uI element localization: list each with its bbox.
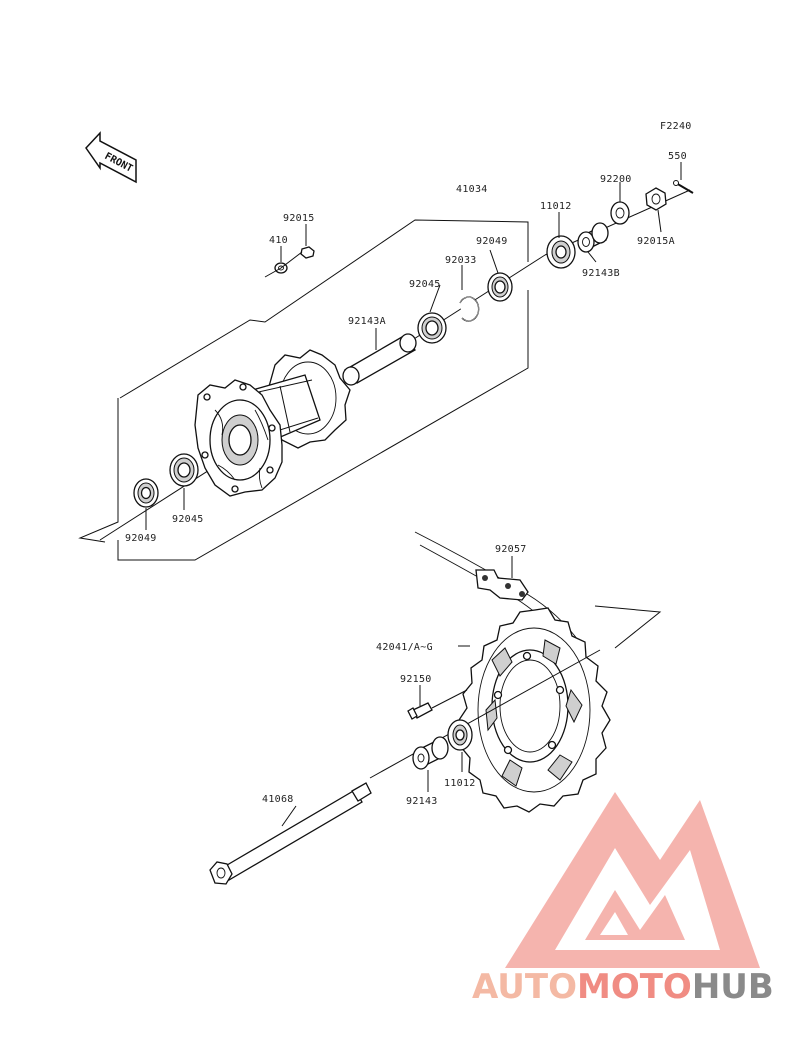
part-92015A-nut <box>645 187 667 211</box>
part-92143A-spacer <box>342 333 417 386</box>
label-92033: 92033 <box>445 255 477 266</box>
part-92049-seal-lower <box>133 478 159 508</box>
part-92033-snap-ring <box>459 296 480 322</box>
label-550: 550 <box>668 151 687 162</box>
figure-code: F2240 <box>660 121 692 132</box>
label-42041: 42041/A~G <box>376 642 433 653</box>
watermark-text: AUTOMOTOHUB <box>472 967 774 1007</box>
label-410: 410 <box>269 235 288 246</box>
label-11012-bottom: 11012 <box>444 778 476 789</box>
label-92049-bottom: 92049 <box>125 533 157 544</box>
label-41068: 41068 <box>262 794 294 805</box>
label-11012-top: 11012 <box>540 201 572 212</box>
part-11012-top <box>546 235 576 269</box>
watermark-auto: AUTO <box>472 967 577 1007</box>
front-arrow-icon: FRONT <box>85 131 137 184</box>
label-92143B: 92143B <box>582 268 620 279</box>
rear-hub-body <box>194 349 351 497</box>
part-92015-nut <box>300 246 315 259</box>
part-labels: 550 92200 41034 11012 92015 92049 410 92… <box>125 151 687 807</box>
part-42041-sprocket <box>458 607 611 813</box>
label-92049-top: 92049 <box>476 236 508 247</box>
label-92015: 92015 <box>283 213 315 224</box>
label-92057: 92057 <box>495 544 527 555</box>
watermark-hub: HUB <box>692 967 774 1007</box>
part-92049-seal-upper <box>487 272 513 302</box>
part-92143B-collar <box>577 222 609 253</box>
part-92150-bolt <box>407 689 468 720</box>
leader-lines-lower <box>281 556 513 827</box>
part-41068-axle <box>209 782 372 885</box>
automotohub-logo <box>505 792 760 968</box>
hub-assembly-bracket <box>78 219 529 561</box>
part-92045-bearing-upper <box>417 312 447 344</box>
label-92200: 92200 <box>600 174 632 185</box>
label-92045-bottom: 92045 <box>172 514 204 525</box>
part-92200-washer <box>610 201 630 225</box>
part-92045-bearing-lower <box>169 453 199 487</box>
part-92143-collar <box>412 736 449 770</box>
label-92015A: 92015A <box>637 236 675 247</box>
label-92045-top: 92045 <box>409 279 441 290</box>
watermark-moto: MOTO <box>577 967 692 1007</box>
label-92150: 92150 <box>400 674 432 685</box>
label-92143A: 92143A <box>348 316 386 327</box>
part-550-cotter-pin <box>673 180 694 194</box>
label-41034: 41034 <box>456 184 488 195</box>
part-11012-bottom <box>447 719 473 751</box>
label-92143: 92143 <box>406 796 438 807</box>
leader-lines-upper <box>145 162 682 530</box>
